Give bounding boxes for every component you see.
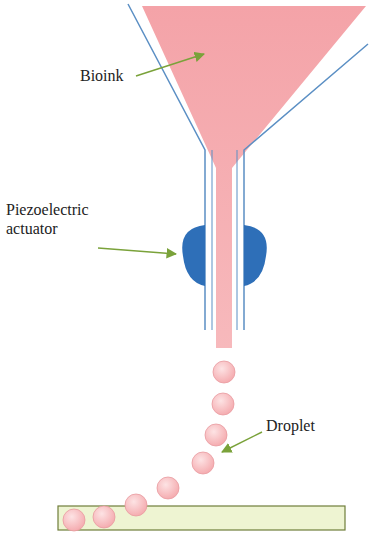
nozzle-wall — [244, 44, 368, 330]
part-label: Piezoelectric actuator — [6, 200, 102, 238]
bioink-reservoir — [142, 6, 366, 348]
nozzle-wall — [128, 4, 205, 330]
substrate — [58, 506, 345, 530]
leader-arrow — [136, 54, 204, 76]
droplet-stream — [63, 361, 235, 531]
part-label: Bioink — [80, 66, 140, 85]
piezo-actuator — [182, 225, 205, 286]
nozzle-wall — [212, 150, 213, 330]
nozzle-wall — [237, 150, 238, 330]
part-label: Droplet — [266, 416, 336, 435]
piezo-actuator — [244, 225, 267, 286]
leader-arrow — [98, 248, 176, 254]
leader-arrow — [222, 432, 262, 452]
